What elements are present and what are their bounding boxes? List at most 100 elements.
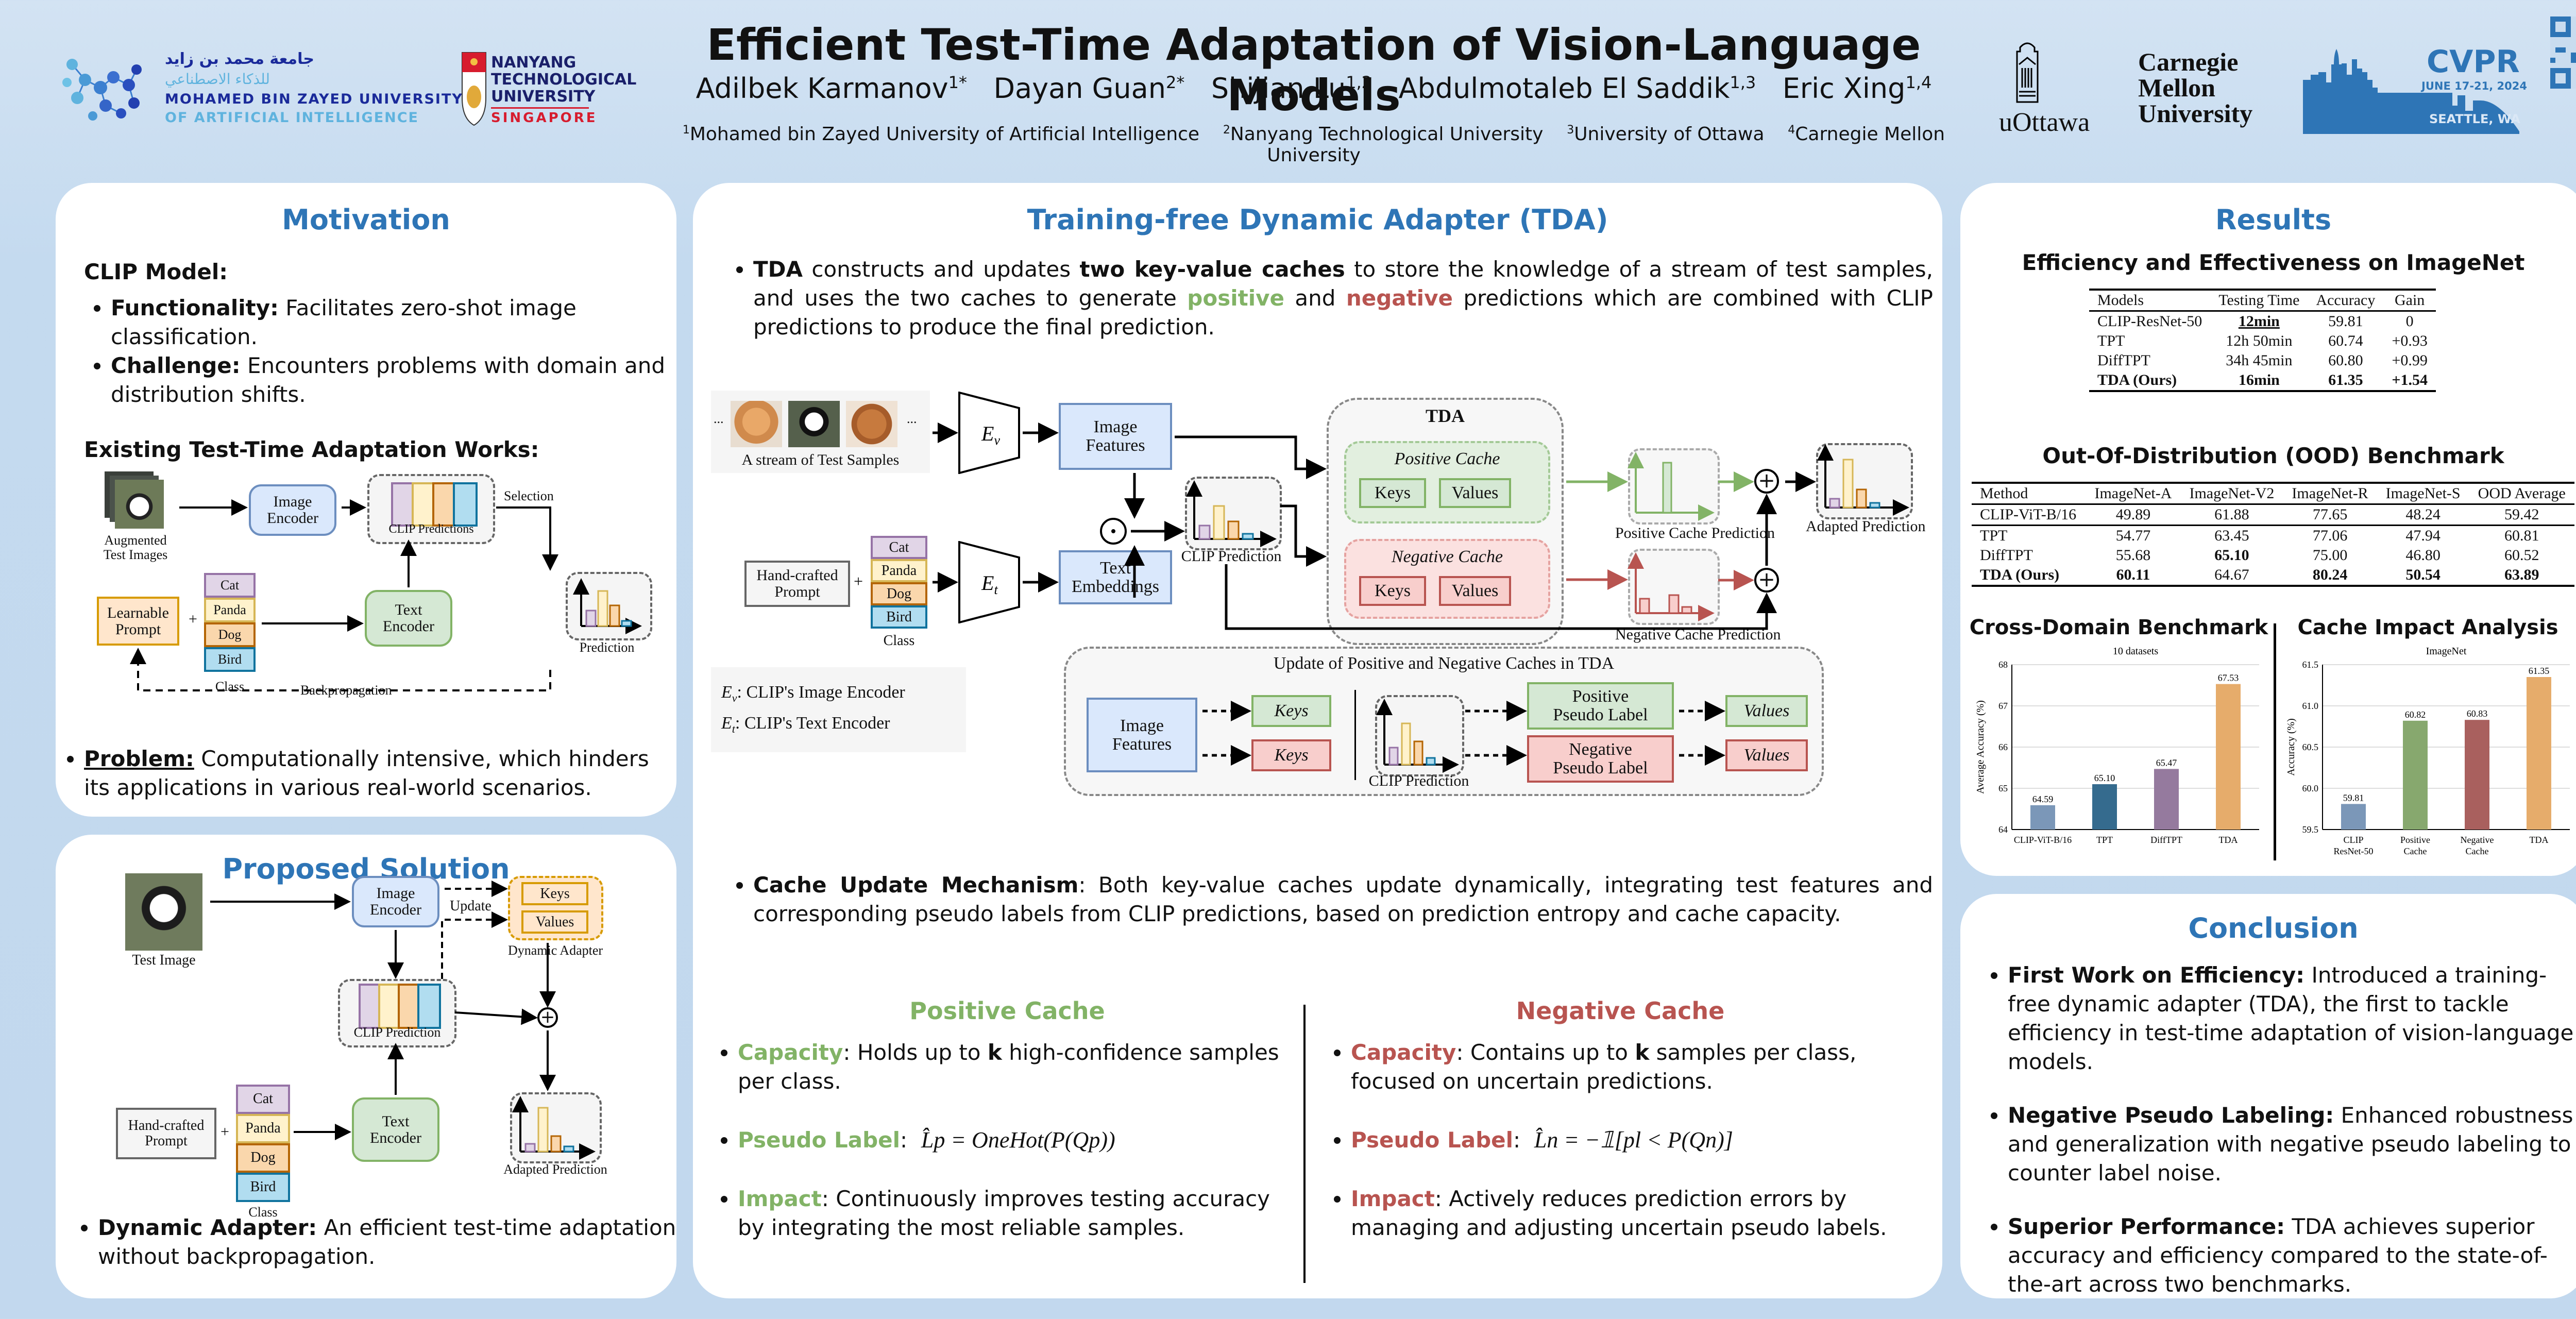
eff-table-cell: 12h 50min bbox=[2226, 332, 2293, 349]
eff-table-cell: TPT bbox=[2097, 332, 2125, 349]
cvpr-dates: JUNE 17-21, 2024 bbox=[2421, 80, 2527, 92]
qr-code[interactable] bbox=[2550, 14, 2576, 91]
panda-image bbox=[115, 480, 164, 529]
class-bird: Bird bbox=[871, 605, 927, 629]
tda-intro-bullet: TDA constructs and updates two key-value… bbox=[753, 255, 1933, 342]
affiliation: 3University of Ottawa bbox=[1567, 124, 1765, 145]
cache-mechanism-bullet: Cache Update Mechanism: Both key-value c… bbox=[753, 871, 1933, 928]
dynamic-adapter-box: Keys Values bbox=[508, 876, 603, 940]
x-tick-label: ResNet-50 bbox=[2334, 846, 2374, 856]
neg-impact: Impact: Actively reduces prediction erro… bbox=[1351, 1185, 1918, 1242]
ood-table-cell: 47.94 bbox=[2405, 527, 2441, 544]
y-axis-label: Average Accuracy (%) bbox=[1975, 700, 1986, 794]
ood-table-cell: 80.24 bbox=[2312, 566, 2348, 583]
ood-table-cell: 50.54 bbox=[2405, 566, 2441, 583]
dynamic-adapter-label: Dynamic Adapter bbox=[507, 943, 603, 958]
eff-table-cell: 0 bbox=[2405, 313, 2414, 330]
neg-cache-prediction-label: Negative Cache Prediction bbox=[1615, 626, 1781, 643]
bullet-dynamic-adapter: Dynamic Adapter: An efficient test-time … bbox=[98, 1213, 680, 1271]
eff-table-cell: +0.99 bbox=[2392, 352, 2428, 369]
clip-predictions-box: CLIP Predictions bbox=[367, 474, 495, 544]
cvpr-text: CVPR bbox=[2427, 44, 2520, 80]
uottawa-text: uOttawa bbox=[1999, 108, 2090, 137]
ntu-logo: NANYANG TECHNOLOGICAL UNIVERSITY SINGAPO… bbox=[461, 52, 667, 129]
class-cat: Cat bbox=[871, 536, 927, 559]
ood-table-cell: 61.88 bbox=[2214, 506, 2249, 523]
class-panda: Panda bbox=[204, 598, 256, 622]
cache-column-divider bbox=[1303, 1005, 1306, 1283]
chart-divider bbox=[2274, 623, 2276, 860]
ood-table-cell: 77.06 bbox=[2312, 527, 2348, 544]
class-cat: Cat bbox=[204, 573, 256, 598]
ntu-line2: TECHNOLOGICAL bbox=[491, 71, 637, 89]
negative-cache-label: Negative Cache bbox=[1391, 547, 1503, 566]
combine-plus-icon: + bbox=[537, 1007, 558, 1028]
keys-box: Keys bbox=[521, 882, 588, 905]
pos-cache-prediction-label: Positive Cache Prediction bbox=[1615, 525, 1775, 542]
conclusion-bullet: First Work on Efficiency: Introduced a t… bbox=[2008, 961, 2576, 1076]
positive-cache-section: Positive Cache Capacity: Holds up to k h… bbox=[711, 992, 1303, 1280]
update-divider bbox=[1354, 690, 1356, 780]
class-panda: Panda bbox=[871, 559, 927, 582]
ood-col-header: ImageNet-S bbox=[2385, 485, 2461, 502]
ood-table-cell: 60.81 bbox=[2504, 527, 2539, 544]
eff-table-cell: 61.35 bbox=[2328, 371, 2363, 388]
tda-title: Training-free Dynamic Adapter (TDA) bbox=[1027, 204, 1608, 236]
y-axis-label: Accuracy (%) bbox=[2285, 718, 2297, 776]
cross-domain-heading: Cross-Domain Benchmark bbox=[1969, 616, 2268, 639]
clip-prediction-label: CLIP Prediction bbox=[353, 1025, 441, 1040]
tda-label: TDA bbox=[1425, 405, 1465, 426]
efficiency-title: Efficiency and Effectiveness on ImageNet bbox=[2022, 250, 2525, 275]
author: Dayan Guan2* bbox=[993, 72, 1185, 105]
positive-cache-title: Positive Cache bbox=[909, 997, 1105, 1025]
tda-intro: TDA constructs and updates two key-value… bbox=[726, 255, 1933, 342]
pos-values-box: Values bbox=[1439, 478, 1511, 508]
pos-capacity: Capacity: Holds up to k high-confidence … bbox=[738, 1038, 1284, 1096]
ood-table-cell: 65.10 bbox=[2214, 547, 2249, 564]
author: Eric Xing1,4 bbox=[1782, 72, 1932, 105]
bullet-functionality: Functionality: Facilitates zero-shot ima… bbox=[111, 294, 688, 351]
clip-predictions-label: CLIP Predictions bbox=[388, 522, 474, 536]
ood-title: Out-Of-Distribution (OOD) Benchmark bbox=[2042, 443, 2504, 468]
class-list: Cat Panda Dog Bird bbox=[871, 536, 927, 629]
neg-values-box: Values bbox=[1439, 576, 1511, 606]
x-tick-label: CLIP bbox=[2343, 835, 2363, 845]
ood-col-header: ImageNet-V2 bbox=[2189, 485, 2275, 502]
legend-ev: Ev: CLIP's Image Encoder bbox=[721, 683, 905, 704]
legend-et: Et: CLIP's Text Encoder bbox=[721, 714, 890, 735]
test-image-label: Test Image bbox=[132, 952, 196, 968]
adapted-prediction-label: Adapted Prediction bbox=[503, 1162, 607, 1177]
backprop-label: Backpropagation bbox=[300, 683, 392, 698]
bar-value-label: 65.47 bbox=[2156, 757, 2177, 768]
mbzuai-molecule-icon bbox=[62, 59, 142, 121]
y-tick-label: 65 bbox=[1998, 783, 2008, 793]
ntu-line4: SINGAPORE bbox=[491, 110, 598, 126]
conclusion-title: Conclusion bbox=[2188, 912, 2359, 944]
cmu-line3: University bbox=[2138, 99, 2253, 128]
y-tick-label: 66 bbox=[1998, 742, 2008, 752]
augmented-images bbox=[105, 471, 172, 531]
uottawa-building-icon bbox=[2016, 42, 2039, 103]
update-clip-prediction-label: CLIP Prediction bbox=[1368, 772, 1469, 789]
cmu-logo: Carnegie Mellon University bbox=[2138, 49, 2262, 131]
clip-prediction-box: CLIP Prediction bbox=[338, 979, 456, 1047]
bar-value-label: 59.81 bbox=[2343, 792, 2364, 803]
ood-table-cell: DiffTPT bbox=[1980, 547, 2033, 564]
text-encoder-trapezoid: Et bbox=[958, 541, 1020, 623]
plus-sign: + bbox=[189, 611, 197, 628]
eff-col-header: Models bbox=[2097, 292, 2144, 309]
update-neg-values-box: Values bbox=[1725, 739, 1808, 771]
update-pos-keys-box: Keys bbox=[1251, 695, 1331, 727]
class-dog: Dog bbox=[204, 622, 256, 647]
x-tick-label: TDA bbox=[2219, 835, 2238, 845]
y-tick-label: 60.5 bbox=[2302, 742, 2319, 752]
